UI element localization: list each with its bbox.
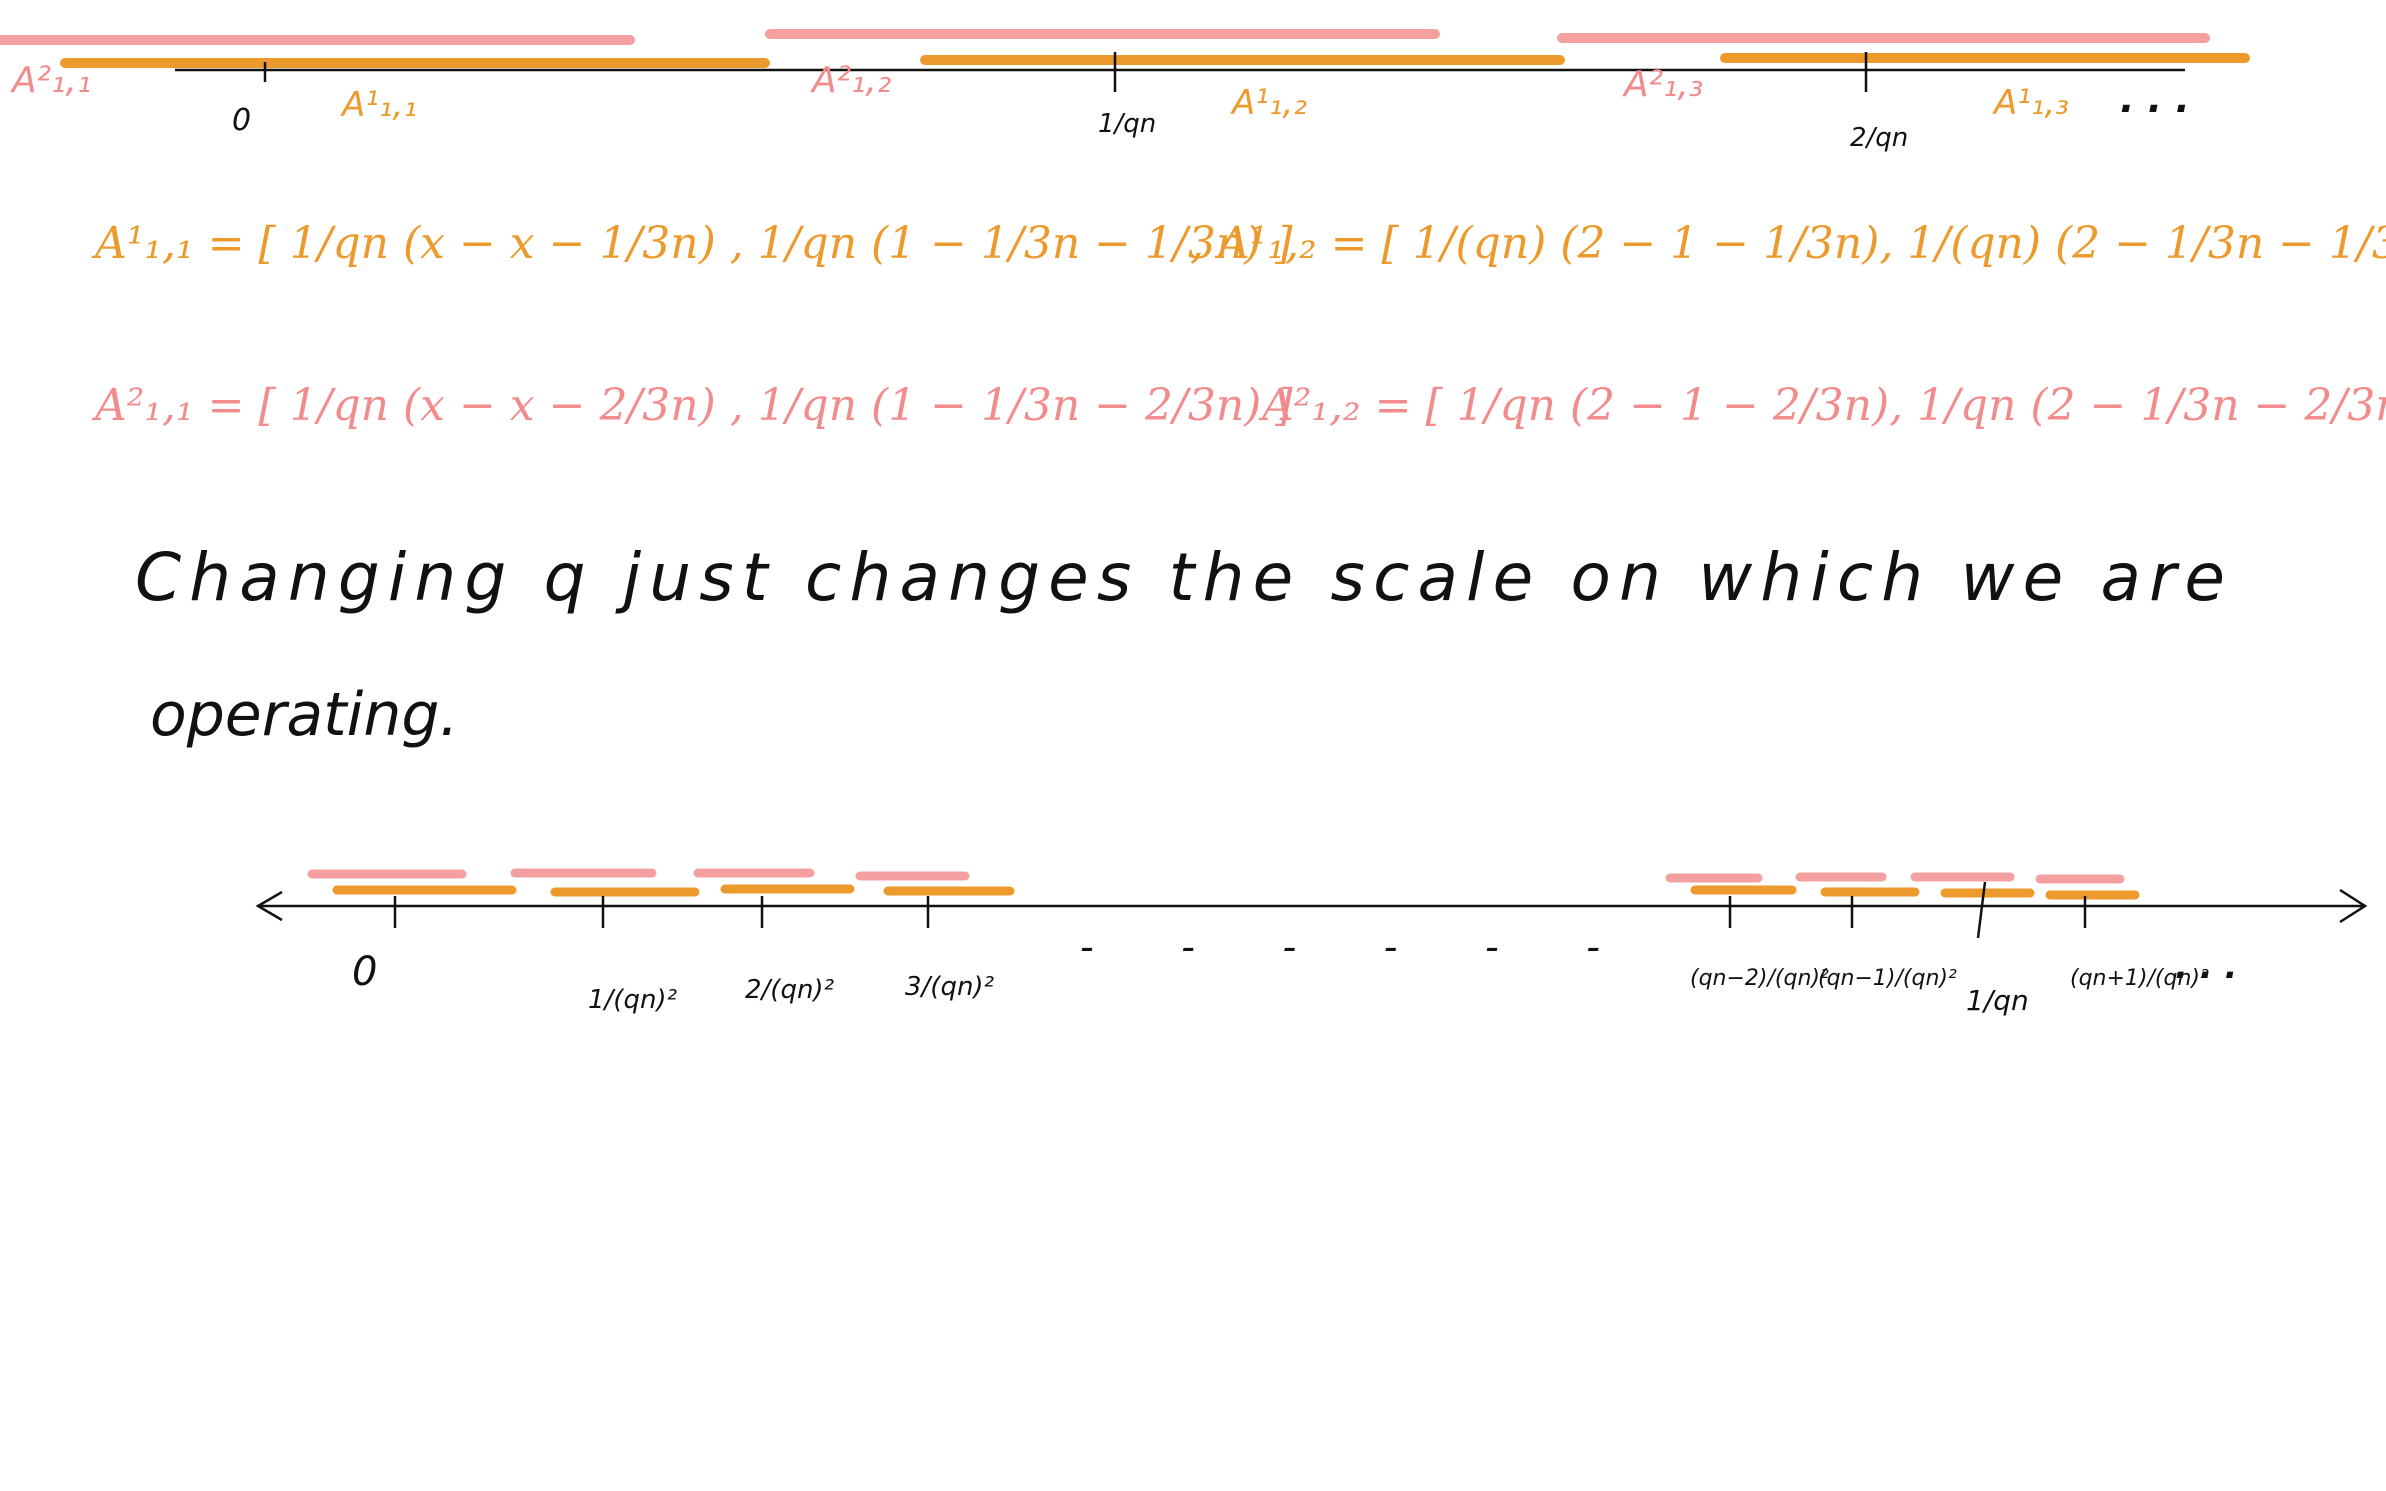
equation-a2-11: A²₁,₁ = [ 1/qn (x − x − 2/3n) , 1/qn (1 … [91,380,1293,431]
bottom-tick-label-1-qn: 1/qn [1966,984,2029,1017]
bottom-gap-dots: - - - - - - [1080,925,1600,969]
top-label-a1-11: A¹₁,₁ [340,85,417,125]
equations: A¹₁,₁ = [ 1/qn (x − x − 1/3n) , 1/qn (1 … [91,218,2386,431]
top-label-a2-13: A²₁,₃ [1622,64,1703,105]
bottom-tick-label-qn-1: (qn−1)/(qn)² [1818,966,1957,991]
equation-a1-11: A¹₁,₁ = [ 1/qn (x − x − 1/3n) , 1/qn (1 … [91,218,1293,269]
bottom-number-line: - - - - - - 0 1/(qn)² 2/(qn)² 3/(qn)² (q… [255,868,2368,1017]
bottom-tick-1-qn [1976,881,1987,939]
top-tick-label-1: 1/qn [1098,109,1156,139]
bottom-tick-label-0: 0 [352,949,377,995]
top-trailing-dots: . . . [2120,77,2190,121]
handwritten-note: Changing q just changes the scale on whi… [135,539,2225,750]
note-line-1: Changing q just changes the scale on whi… [135,539,2225,616]
equation-a2-12: A²₁,₂ = [ 1/qn (2 − 1 − 2/3n), 1/qn (2 −… [1258,380,2386,431]
top-label-a2-12: A²₁,₂ [810,60,891,101]
top-label-a1-12: A¹₁,₂ [1230,83,1307,123]
note-line-2: operating. [150,680,459,750]
bottom-tick-label-qn+1: (qn+1)/(qn)² [2070,966,2209,991]
bottom-axis-right-arrow [2339,888,2368,924]
bottom-tick-label-3: 3/(qn)² [905,972,994,1002]
bottom-axis-left-arrow [255,890,283,922]
top-label-a2-11: A²₁,₁ [10,60,91,101]
bottom-tick-label-qn-2: (qn−2)/(qn)² [1690,966,1829,991]
top-tick-label-2: 2/qn [1850,123,1908,153]
top-number-line: 0 1/qn 2/qn A²₁,₁ A¹₁,₁ A²₁,₂ A¹₁,₂ A²₁,… [0,29,2250,153]
top-label-a1-13: A¹₁,₃ [1992,83,2069,123]
top-tick-label-0: 0 [232,103,251,138]
bottom-tick-label-1: 1/(qn)² [588,985,677,1015]
equation-a1-12: , A¹₁,₂ = [ 1/(qn) (2 − 1 − 1/3n), 1/(qn… [1190,218,2386,269]
bottom-trailing-dots: . . . [2175,947,2237,987]
bottom-tick-label-2: 2/(qn)² [745,975,834,1005]
